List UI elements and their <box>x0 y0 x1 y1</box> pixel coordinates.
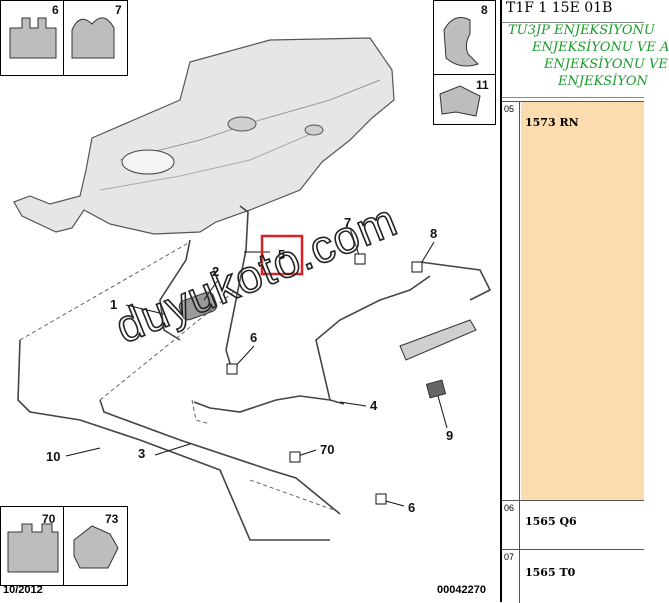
panel-header: T1F 1 15E 01B <box>502 0 644 23</box>
thumb-label-70: 70 <box>42 512 56 526</box>
callout-5[interactable]: 5 <box>278 247 286 262</box>
row-code: 1565 T0 <box>525 566 576 579</box>
fuel-line-5 <box>225 205 249 371</box>
clip-6-shape <box>9 17 57 59</box>
tank-ridge <box>119 79 381 161</box>
leader-2 <box>203 279 219 301</box>
desc-line-4: ENJEKSİYON <box>558 74 648 89</box>
desc-line-2: ENJEKSİYONU VE A <box>532 40 669 55</box>
clip-8-shape <box>443 17 479 67</box>
panel-row-05[interactable]: 05 1573 RN <box>502 101 644 500</box>
thumb-label-11: 11 <box>476 78 489 92</box>
fuel-line-4 <box>193 395 345 413</box>
callout-70[interactable]: 70 <box>320 442 335 457</box>
leader-7 <box>349 227 361 259</box>
clip-70-shape <box>7 523 59 573</box>
parts-panel: T1F 1 15E 01B TU3JP ENJEKSİYONU ENJEKSİY… <box>500 0 669 603</box>
highlight-box <box>260 234 304 276</box>
fuel-line-8 <box>419 261 492 301</box>
row-cell: 1565 Q6 <box>521 501 644 549</box>
fuel-rail <box>399 319 477 361</box>
panel-description: TU3JP ENJEKSİYONU ENJEKSİYONU VE A ENJEK… <box>502 22 669 98</box>
desc-line-1: TU3JP ENJEKSİYONU <box>508 23 655 38</box>
seal-9 <box>425 379 447 399</box>
dash-line-a <box>19 241 191 341</box>
thumb-label-73: 73 <box>105 512 119 526</box>
marker-6 <box>226 363 238 375</box>
dash-line-b <box>99 289 237 401</box>
row-cell: 1565 T0 <box>521 550 644 603</box>
callout-10[interactable]: 10 <box>46 449 61 464</box>
fuel-filter <box>178 291 218 321</box>
clip-73-shape <box>73 525 119 569</box>
marker-6b <box>375 493 387 505</box>
callout-8[interactable]: 8 <box>430 226 438 241</box>
fuel-line-10 <box>17 339 330 541</box>
dash-line-c <box>191 399 211 425</box>
thumb-label-7: 7 <box>115 3 122 17</box>
fuel-pump-flange <box>121 149 175 175</box>
callout-7[interactable]: 7 <box>344 215 352 230</box>
fuel-line-1 <box>159 239 191 341</box>
callout-9[interactable]: 9 <box>446 428 454 443</box>
panel-header-text: T1F 1 15E 01B <box>506 0 613 16</box>
thumb-label-8: 8 <box>481 3 488 17</box>
fuel-line-4b <box>315 275 431 401</box>
row-index: 05 <box>502 102 520 500</box>
row-index: 07 <box>502 550 520 603</box>
fuel-tank <box>13 37 395 235</box>
dash-line-d <box>249 479 335 511</box>
marker-8 <box>411 261 423 273</box>
fuel-line-3 <box>99 399 341 515</box>
leader-9 <box>437 395 448 429</box>
callout-4[interactable]: 4 <box>370 398 378 413</box>
desc-line-3: ENJEKSİYONU VE <box>544 57 668 72</box>
panel-row-07[interactable]: 07 1565 T0 <box>502 549 644 603</box>
row-code: 1573 RN <box>525 116 579 129</box>
callout-2[interactable]: 2 <box>212 264 220 279</box>
leader-3 <box>154 443 191 456</box>
row-index: 06 <box>502 501 520 549</box>
tank-ridge-2 <box>99 129 321 191</box>
thumb-label-6: 6 <box>52 3 59 17</box>
panel-row-06[interactable]: 06 1565 Q6 <box>502 500 644 549</box>
leader-4 <box>339 401 367 407</box>
leader-8 <box>421 241 435 263</box>
row-code: 1565 Q6 <box>525 515 577 528</box>
leader-70 <box>297 449 317 457</box>
tank-port <box>227 116 257 132</box>
row-cell: 1573 RN <box>521 102 644 500</box>
marker-70 <box>289 451 301 463</box>
parts-diagram: 6 7 8 11 70 73 1 2 3 4 5 6 6 7 8 9 10 70… <box>0 0 496 596</box>
thumb-frame-73 <box>63 506 128 586</box>
thumb-frame-7 <box>63 0 128 76</box>
leader-1 <box>125 304 165 315</box>
clip-11-shape <box>439 85 481 117</box>
callout-3[interactable]: 3 <box>138 446 146 461</box>
thumb-frame-11 <box>433 74 496 125</box>
callout-6[interactable]: 6 <box>250 330 258 345</box>
tank-port-2 <box>304 124 324 136</box>
callout-6-lower[interactable]: 6 <box>408 500 416 515</box>
leader-10 <box>65 447 101 457</box>
marker-7 <box>354 253 366 265</box>
clip-7-shape <box>71 17 115 59</box>
diagram-date: 10/2012 <box>3 584 43 596</box>
diagram-reference: 00042270 <box>437 584 486 596</box>
callout-1[interactable]: 1 <box>110 297 118 312</box>
diagram-drawing <box>0 0 496 586</box>
